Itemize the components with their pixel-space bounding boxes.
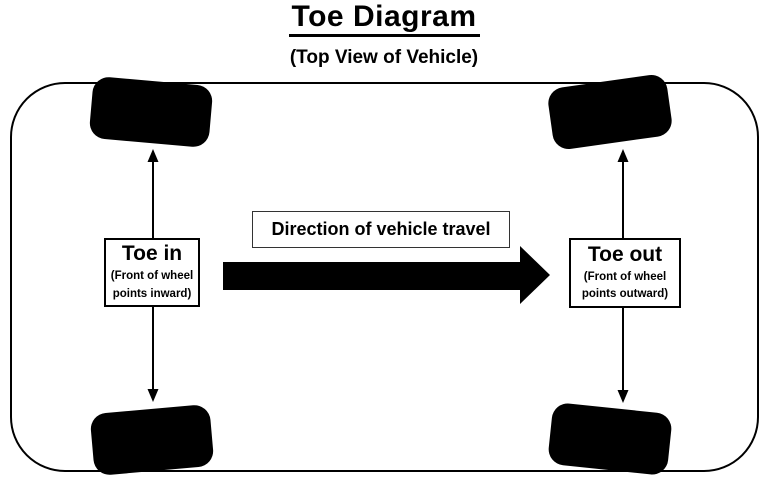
page-subtitle-row: (Top View of Vehicle) (0, 47, 768, 69)
wheel-top-left (88, 75, 214, 149)
toe-in-label: Toe in (121, 242, 183, 266)
page-subtitle: (Top View of Vehicle) (289, 47, 479, 68)
direction-label: Direction of vehicle travel (271, 219, 491, 239)
toe-out-description: (Front of wheel points outward) (581, 270, 669, 301)
toe-out-label-box: Toe out (Front of wheel points outward) (569, 238, 681, 308)
wheel-bottom-left (89, 403, 215, 477)
toe-out-label: Toe out (587, 242, 663, 266)
wheel-bottom-right (547, 401, 673, 477)
page-title: Toe Diagram (288, 0, 480, 37)
toe-in-label-box: Toe in (Front of wheel points inward) (104, 238, 200, 307)
toe-in-description: (Front of wheel points inward) (110, 270, 194, 300)
vehicle-body-outline (10, 82, 759, 472)
page-title-row: Toe Diagram (0, 0, 768, 37)
direction-label-box: Direction of vehicle travel (252, 211, 510, 248)
